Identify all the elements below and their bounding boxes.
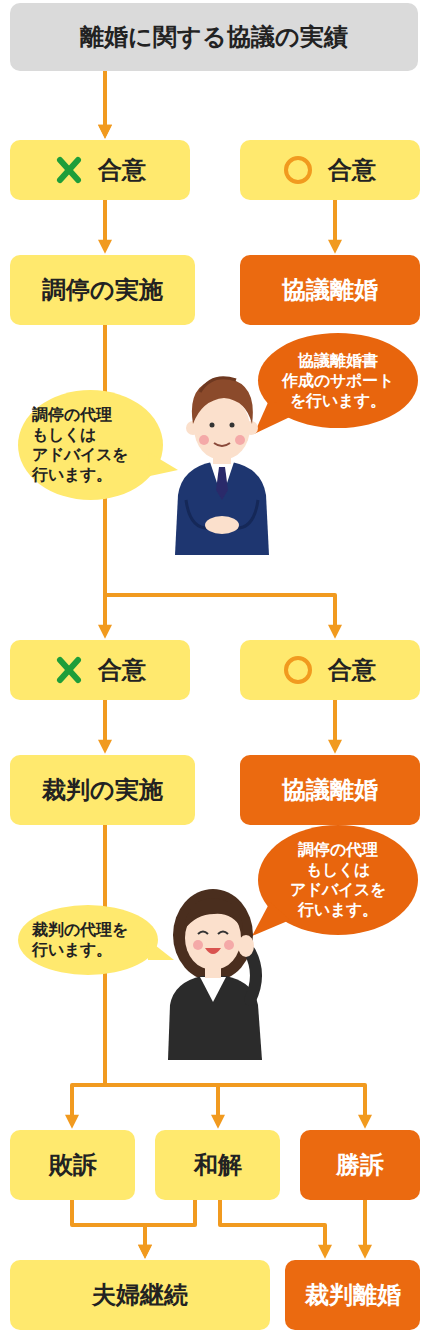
speech-bubble: 協議離婚書 作成のサポート を行います。 <box>258 333 418 428</box>
flow-arrow <box>103 200 107 245</box>
flow-arrow <box>333 200 337 245</box>
circle-symbol <box>286 158 310 182</box>
node-text: 裁判離婚 <box>305 1280 401 1310</box>
node-text: 合意 <box>98 155 146 185</box>
result-box: 合意 <box>10 640 190 700</box>
process-box: 協議離婚 <box>240 255 420 325</box>
cross-symbol <box>60 660 78 680</box>
process-box: 協議離婚 <box>240 755 420 825</box>
flow-arrow <box>72 1200 145 1250</box>
node-text: 合意 <box>328 155 376 185</box>
bubble-tail <box>148 452 178 476</box>
cross-symbol <box>60 160 78 180</box>
outcome-box: 裁判離婚 <box>285 1260 420 1330</box>
flow-arrow <box>103 71 107 130</box>
node-text: 調停の実施 <box>42 275 163 305</box>
node-text: 協議離婚 <box>282 275 378 305</box>
node-text: 敗訴 <box>49 1150 97 1180</box>
node-text: 和解 <box>194 1150 242 1180</box>
result-box: 合意 <box>240 640 420 700</box>
node-text: 合意 <box>98 655 146 685</box>
outcome-box: 和解 <box>155 1130 280 1200</box>
node-text: 合意 <box>328 655 376 685</box>
node-text: 離婚に関する協議の実績 <box>80 22 348 52</box>
result-box: 合意 <box>10 140 190 200</box>
node-text: 夫婦継続 <box>92 1280 188 1310</box>
outcome-box: 勝訴 <box>300 1130 420 1200</box>
flow-arrow <box>333 700 337 745</box>
speech-bubble: 調停の代理 もしくは アドバイスを 行います。 <box>18 390 163 500</box>
outcome-box: 夫婦継続 <box>10 1260 270 1330</box>
flow-arrow <box>105 825 218 1120</box>
outcome-box: 敗訴 <box>10 1130 135 1200</box>
man-illustration <box>175 378 269 555</box>
flow-arrow <box>103 700 107 745</box>
node-text: 協議離婚書 作成のサポート を行います。 <box>272 351 404 411</box>
node-text: 裁判の代理を 行います。 <box>32 920 144 960</box>
node-text: 裁判の実施 <box>42 775 163 805</box>
title-box: 離婚に関する協議の実績 <box>10 3 418 71</box>
node-text: 勝訴 <box>336 1150 384 1180</box>
result-box: 合意 <box>240 140 420 200</box>
bubble-tail <box>252 902 290 936</box>
flow-arrow <box>363 1200 367 1250</box>
process-box: 裁判の実施 <box>10 755 195 825</box>
flow-arrow <box>220 1200 325 1250</box>
woman-illustration <box>168 889 262 1060</box>
process-box: 調停の実施 <box>10 255 195 325</box>
speech-bubble: 裁判の代理を 行います。 <box>18 905 158 975</box>
node-text: 調停の代理 もしくは アドバイスを 行います。 <box>32 405 149 485</box>
bubble-tail <box>254 398 292 434</box>
flow-arrow <box>103 71 107 130</box>
node-text: 協議離婚 <box>282 775 378 805</box>
speech-bubble: 調停の代理 もしくは アドバイスを 行います。 <box>258 825 418 935</box>
flow-arrow <box>145 1200 195 1250</box>
node-text: 調停の代理 もしくは アドバイスを 行います。 <box>272 840 404 920</box>
circle-symbol <box>286 658 310 682</box>
bubble-tail <box>146 938 174 960</box>
